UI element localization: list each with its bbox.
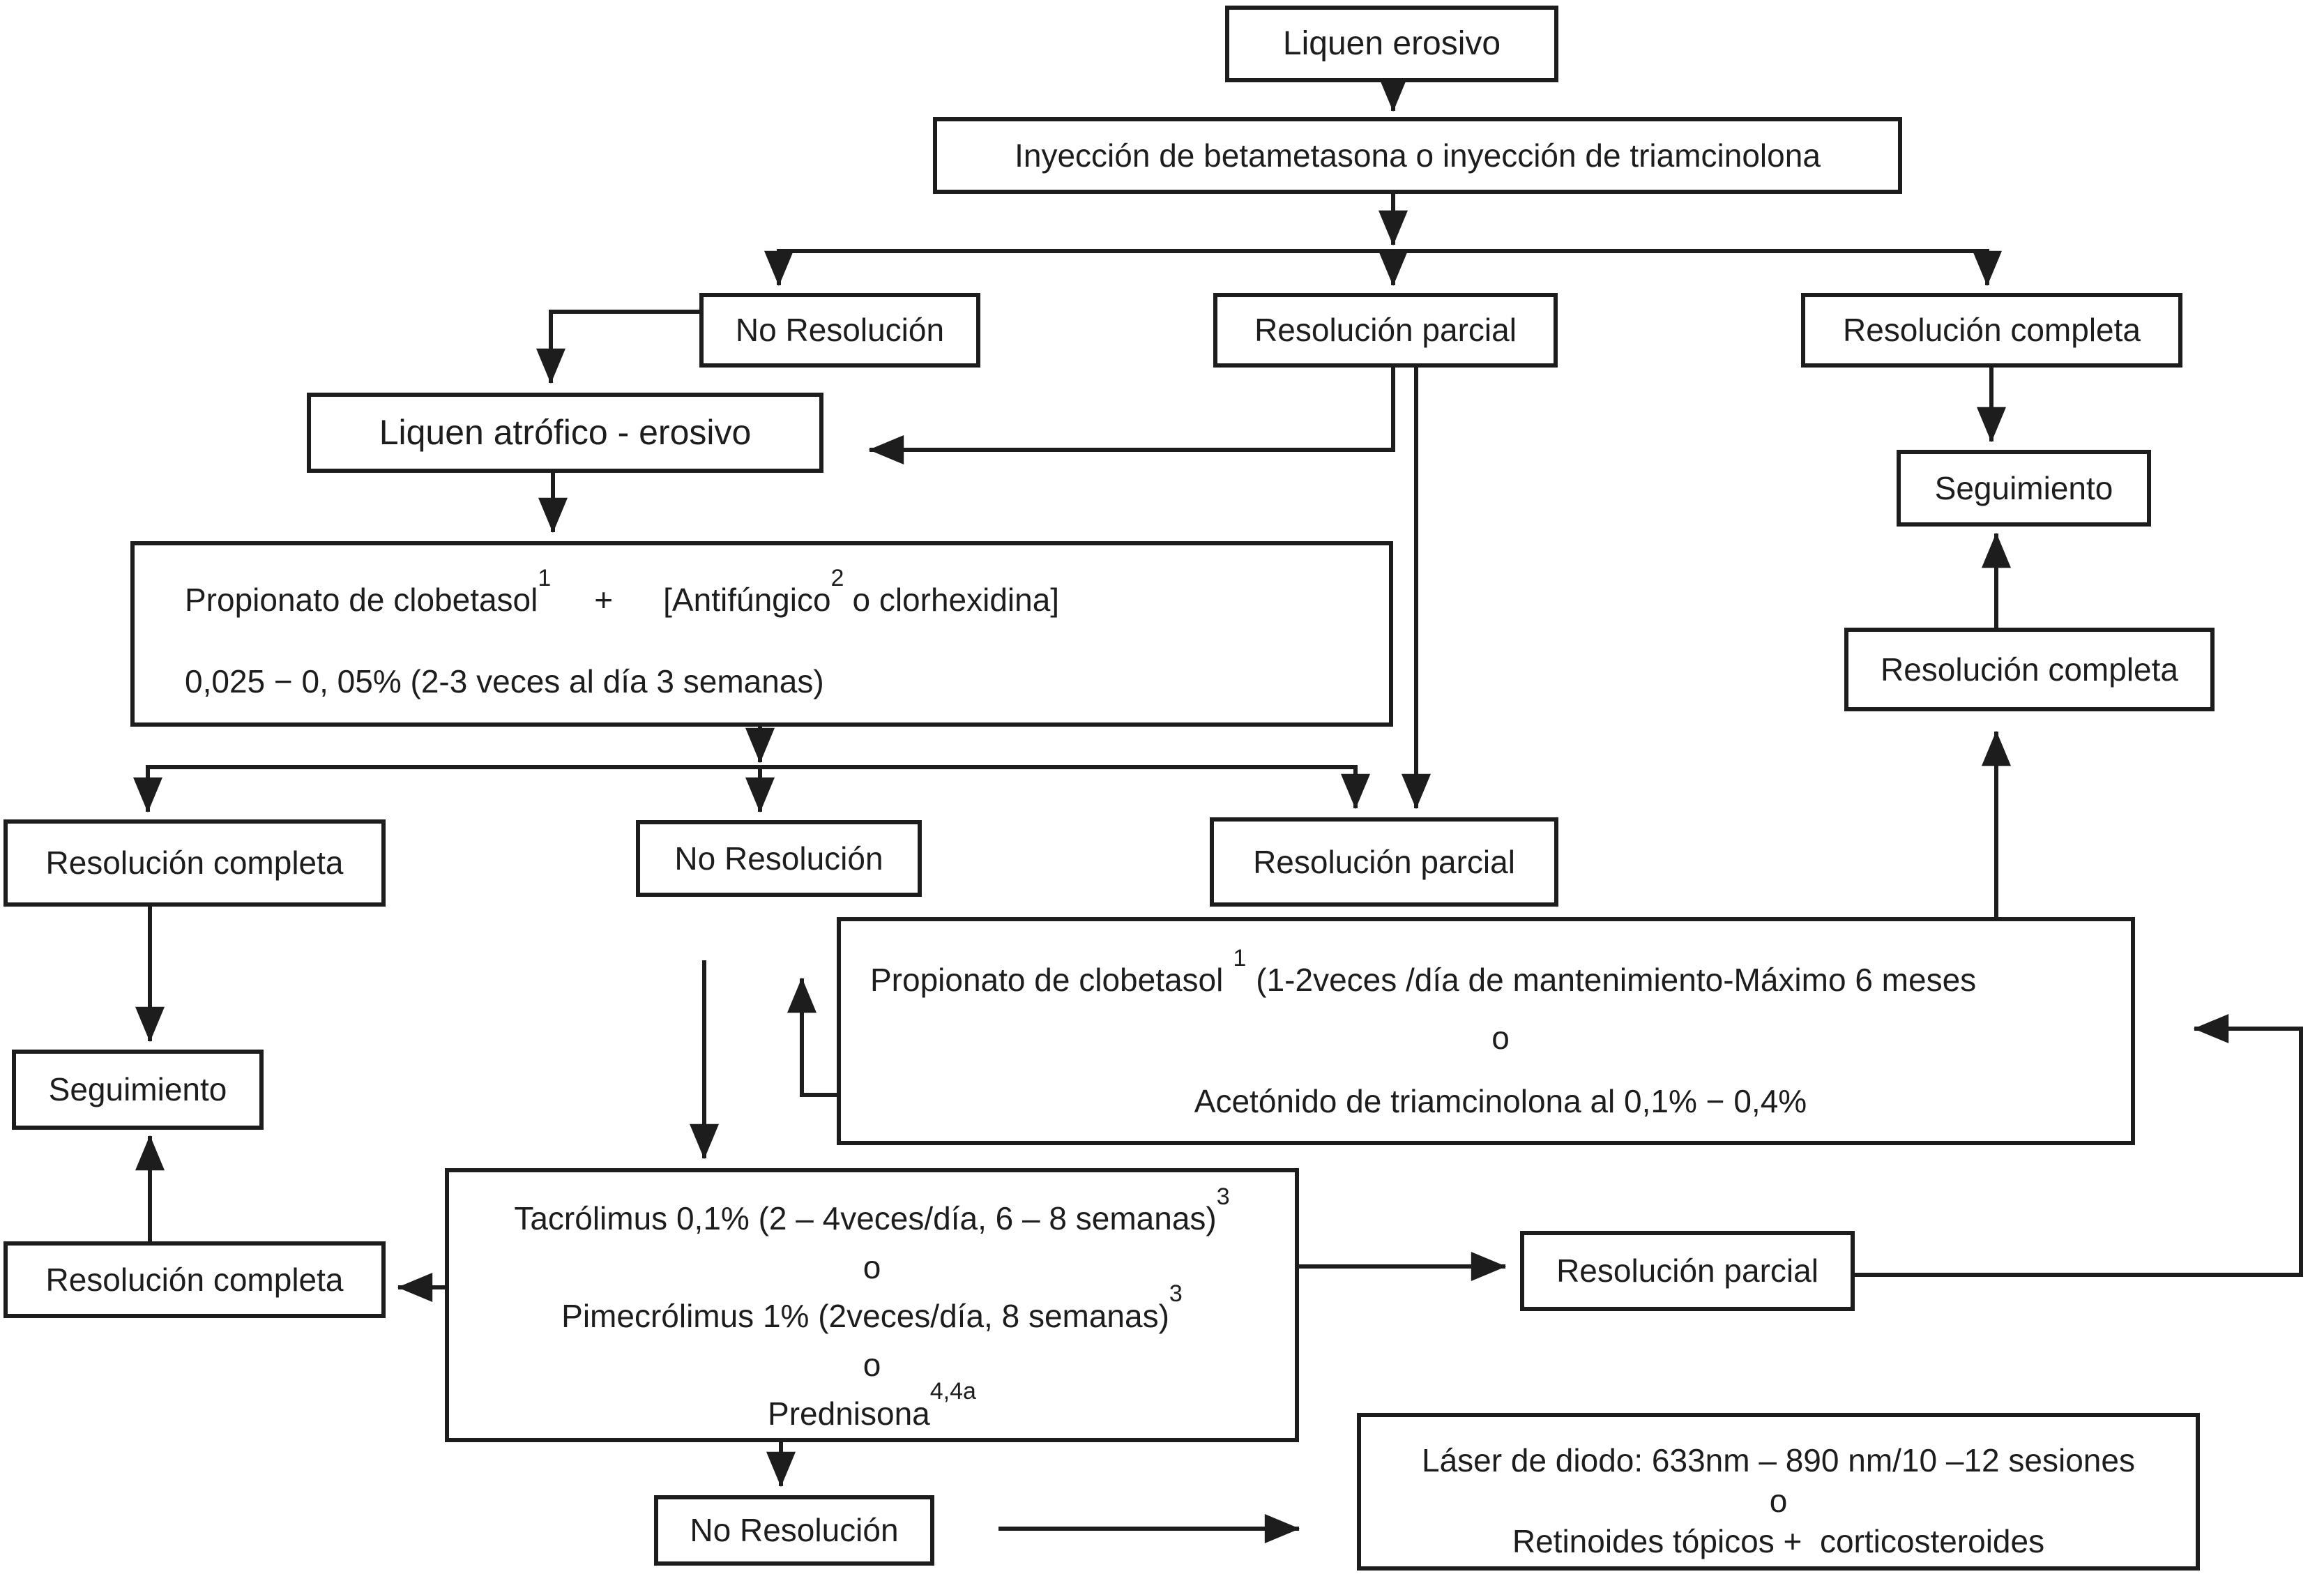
prednisona-label: Prednisona — [768, 1395, 930, 1432]
node-resolucion-completa-right-2: Resolución completa — [1844, 628, 2215, 711]
node-resolucion-completa-right-2-label: Resolución completa — [1880, 651, 2178, 688]
elbow-nores-to-atrofico — [536, 310, 701, 384]
pimecrolimus-dose: Pimecrólimus 1% (2veces/día, 8 semanas) — [561, 1297, 1169, 1334]
node-seguimiento-right: Seguimiento — [1897, 450, 2151, 527]
node-resolucion-completa-3-label: Resolución completa — [45, 1261, 344, 1298]
mantenimiento-or: o — [1491, 1019, 1510, 1056]
node-resolucion-completa-1-label: Resolución completa — [1842, 312, 2141, 349]
node-no-resolucion-1-label: No Resolución — [735, 312, 945, 349]
mantenimiento-line1: Propionato de clobetasol 1 (1-2veces /día … — [870, 946, 2131, 999]
tacrolimus-line2: Pimecrólimus 1% (2veces/día, 8 semanas)3 — [456, 1282, 1288, 1335]
mantenimiento-dose: (1-2veces /día de mantenimiento-Máximo 6… — [1256, 962, 1977, 998]
tacrolimus-or-2: o — [863, 1346, 881, 1383]
node-liquen-atrofico-label: Liquen atrófico - erosivo — [379, 412, 752, 452]
node-resolucion-completa-3: Resolución completa — [3, 1241, 386, 1318]
tacrolimus-line3: Prednisona4,4a — [456, 1379, 1288, 1432]
node-resolucion-completa-2-label: Resolución completa — [45, 845, 344, 881]
prednisona-footnote: 4,4a — [929, 1378, 976, 1405]
node-propionato-clobetasol: Propionato de clobetasol1 + [Antifúngico2o… — [130, 541, 1393, 727]
node-no-resolucion-2-label: No Resolución — [674, 840, 883, 877]
propionato-plus: + — [594, 582, 614, 618]
mantenimiento-footnote-1: 1 — [1233, 944, 1247, 971]
node-tacrolimus: Tacrólimus 0,1% (2 – 4veces/día, 6 – 8 s… — [445, 1168, 1299, 1442]
propionato-footnote-2: 2 — [830, 564, 844, 591]
node-resolucion-completa-1: Resolución completa — [1801, 293, 2182, 368]
node-liquen-erosivo-label: Liquen erosivo — [1282, 25, 1501, 63]
elbow-parcial-to-atrofico — [868, 365, 1395, 464]
tacrolimus-footnote: 3 — [1216, 1183, 1230, 1210]
node-resolucion-parcial-3-label: Resolución parcial — [1556, 1253, 1818, 1289]
tacrolimus-or-1: o — [863, 1248, 881, 1285]
laser-line2: Retinoides tópicos + corticosteroides — [1512, 1522, 2045, 1559]
laser-or: o — [1769, 1482, 1788, 1519]
node-no-resolucion-3: No Resolución — [654, 1495, 934, 1566]
node-resolucion-parcial-2-label: Resolución parcial — [1253, 843, 1515, 880]
node-liquen-erosivo: Liquen erosivo — [1225, 6, 1558, 82]
node-laser: Láser de diodo: 633nm – 890 nm/10 –12 se… — [1357, 1413, 2200, 1571]
node-inyeccion: Inyección de betametasona o inyección de… — [933, 117, 1902, 194]
laser-line1: Láser de diodo: 633nm – 890 nm/10 –12 se… — [1422, 1442, 2135, 1478]
node-no-resolucion-3-label: No Resolución — [690, 1512, 899, 1549]
node-resolucion-parcial-1: Resolución parcial — [1213, 293, 1558, 368]
node-liquen-atrofico: Liquen atrófico - erosivo — [307, 393, 823, 473]
propionato-line2: 0,025 − 0, 05% (2-3 veces al día 3 seman… — [185, 663, 824, 699]
pimecrolimus-footnote: 3 — [1169, 1280, 1183, 1308]
propionato-antifungico: [Antifúngico — [663, 582, 831, 618]
tacrolimus-line1: Tacrólimus 0,1% (2 – 4veces/día, 6 – 8 s… — [456, 1185, 1288, 1237]
elbow-mant-up — [787, 977, 839, 1097]
node-no-resolucion-1: No Resolución — [699, 293, 980, 368]
elbow-parcial3-to-mant — [1853, 1014, 2303, 1277]
node-no-resolucion-2: No Resolución — [636, 820, 922, 897]
mantenimiento-drug: Propionato de clobetasol — [870, 962, 1224, 998]
propionato-drug: Propionato de clobetasol — [185, 582, 538, 618]
node-resolucion-parcial-3: Resolución parcial — [1520, 1231, 1855, 1311]
node-resolucion-parcial-1-label: Resolución parcial — [1254, 312, 1517, 349]
propionato-clorhexidina: o clorhexidina] — [852, 582, 1060, 618]
node-mantenimiento: Propionato de clobetasol 1 (1-2veces /día … — [837, 917, 2135, 1145]
mantenimiento-line2: Acetónido de triamcinolona al 0,1% − 0,4… — [1194, 1082, 1807, 1119]
node-resolucion-parcial-2: Resolución parcial — [1210, 817, 1558, 907]
propionato-line1: Propionato de clobetasol1 + [Antifúngico2o… — [185, 566, 1389, 619]
node-seguimiento-left: Seguimiento — [12, 1050, 264, 1130]
node-resolucion-completa-2: Resolución completa — [3, 819, 386, 907]
propionato-footnote-1: 1 — [538, 564, 552, 591]
node-seguimiento-right-label: Seguimiento — [1934, 469, 2113, 506]
node-seguimiento-left-label: Seguimiento — [48, 1071, 227, 1108]
node-inyeccion-label: Inyección de betametasona o inyección de… — [1015, 137, 1821, 174]
tacrolimus-dose: Tacrólimus 0,1% (2 – 4veces/día, 6 – 8 s… — [514, 1200, 1217, 1236]
